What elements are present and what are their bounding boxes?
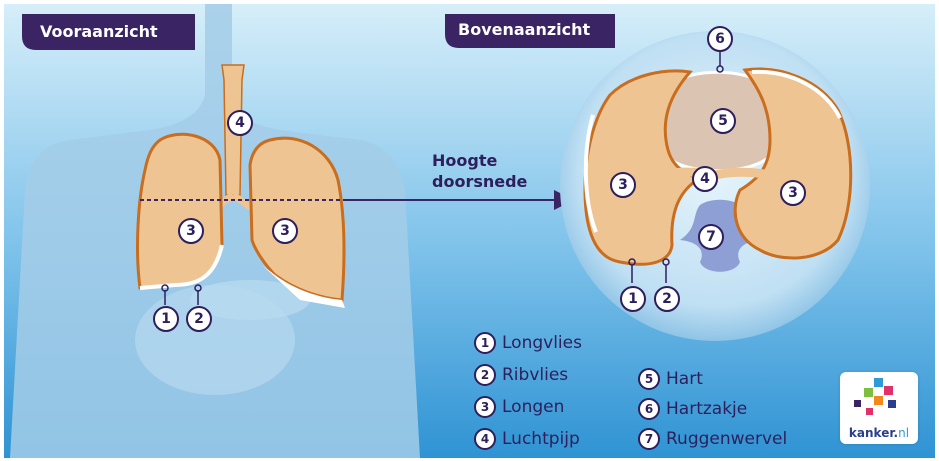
left-lung [138,134,222,288]
legend-number: 5 [638,368,660,390]
top-view-title: Bovenaanzicht [458,12,590,48]
marker-3-right-top: 3 [780,180,806,206]
marker-4-top: 4 [692,166,718,192]
marker-1-front: 1 [153,306,179,332]
marker-3-left-front: 3 [178,218,204,244]
logo-text: kanker.nl [840,426,918,440]
legend-item: 7 Ruggenwervel [638,428,787,450]
cross-section-label: Hoogte doorsnede [432,150,527,192]
marker-6-top: 6 [707,26,733,52]
logo-tld: nl [898,426,909,440]
legend-label: Longvlies [502,333,582,353]
legend-label: Longen [502,397,564,417]
legend-item: 3 Longen [474,396,564,418]
marker-4-front: 4 [227,110,253,136]
legend-label: Hart [666,369,703,389]
logo-brand: kanker. [849,426,898,440]
marker-1-top: 1 [620,286,646,312]
kanker-nl-logo: kanker.nl [840,372,918,444]
legend-label: Hartzakje [666,399,747,419]
logo-mark-icon [840,372,918,422]
marker-3-left-top: 3 [610,172,636,198]
legend-number: 2 [474,364,496,386]
legend-number: 3 [474,396,496,418]
marker-3-right-front: 3 [272,218,298,244]
front-view-title: Vooraanzicht [40,14,158,50]
marker-5-top: 5 [710,108,736,134]
legend-label: Ruggenwervel [666,429,787,449]
legend-item: 6 Hartzakje [638,398,747,420]
legend-number: 6 [638,398,660,420]
marker-2-top: 2 [654,286,680,312]
legend-item: 5 Hart [638,368,703,390]
legend-item: 4 Luchtpijp [474,428,580,450]
legend-number: 7 [638,428,660,450]
legend-number: 4 [474,428,496,450]
cross-section-line1: Hoogte [432,150,527,171]
marker-7-top: 7 [698,224,724,250]
legend-number: 1 [474,332,496,354]
legend-label: Luchtpijp [502,429,580,449]
marker-2-front: 2 [186,306,212,332]
legend-label: Ribvlies [502,365,568,385]
cross-section-line2: doorsnede [432,171,527,192]
legend-item: 1 Longvlies [474,332,582,354]
legend-item: 2 Ribvlies [474,364,568,386]
